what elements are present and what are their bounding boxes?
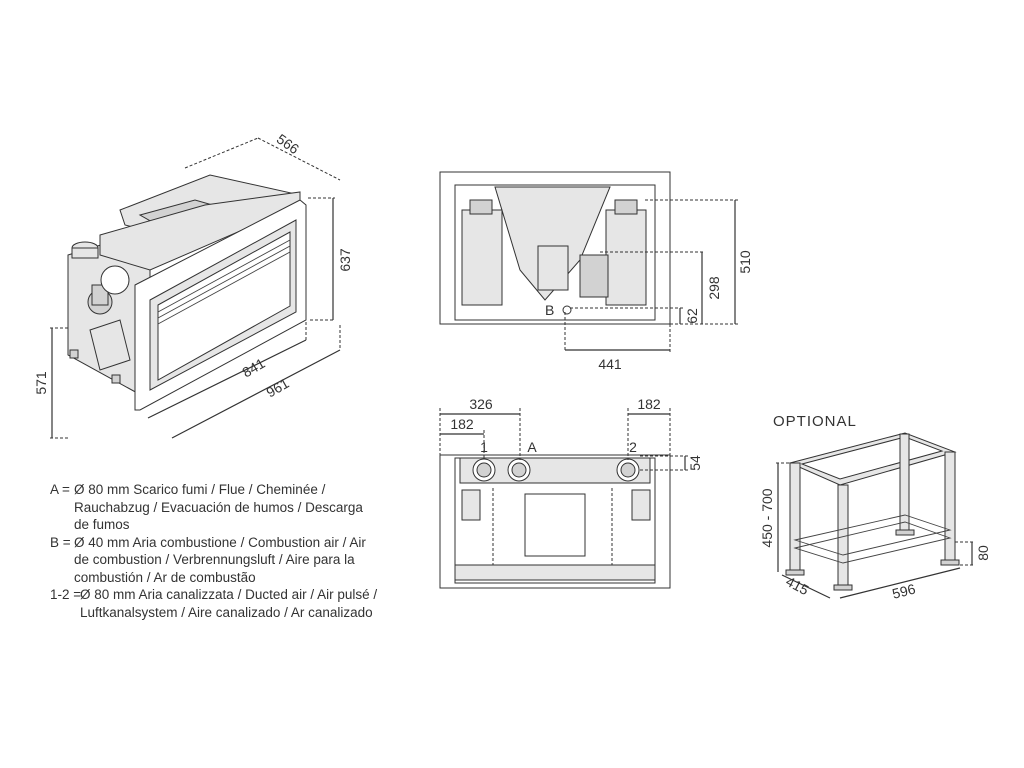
dim-80: 80 (975, 545, 991, 561)
label-b: B (545, 302, 554, 318)
legend-key: B = (50, 534, 71, 550)
dim-450-700: 450 - 700 (759, 488, 775, 547)
dim-182-left: 182 (450, 416, 474, 432)
dim-441: 441 (598, 356, 622, 372)
dim-298: 298 (706, 276, 722, 300)
legend-item-a: A = Ø 80 mm Scarico fumi / Flue / Chemin… (50, 481, 430, 534)
legend-line: Rauchabzug / Evacuación de humos / Desca… (74, 499, 363, 515)
dim-637: 637 (337, 248, 353, 272)
legend-line: de fumos (74, 517, 130, 532)
legend-key: A = (50, 482, 70, 497)
legend-item-1-2: 1-2 = Ø 80 mm Aria canalizzata / Ducted … (50, 586, 430, 621)
legend: A = Ø 80 mm Scarico fumi / Flue / Chemin… (50, 481, 430, 621)
legend-line: combustión / Ar de combustão (74, 569, 256, 585)
optional-title: OPTIONAL (773, 413, 857, 430)
top-view: B 510 298 62 441 (439, 171, 753, 372)
dim-326: 326 (469, 396, 493, 412)
legend-line: de combustion / Verbrennungsluft / Aire … (74, 552, 355, 567)
legend-item-b: B = Ø 40 mm Aria combustione / Combustio… (50, 534, 430, 587)
front-view: 1 A 2 326 182 182 54 (439, 396, 703, 589)
dim-182-right: 182 (637, 396, 661, 412)
dim-54: 54 (687, 455, 703, 471)
dim-596: 596 (891, 581, 918, 602)
legend-line: Luftkanalsystem / Aire canalizado / Ar c… (80, 604, 373, 620)
label-2: 2 (629, 439, 637, 455)
dim-841: 841 (239, 355, 267, 381)
optional-stand: OPTIONAL 450 - 700 80 415 596 (759, 413, 991, 602)
legend-line: Ø 80 mm Scarico fumi / Flue / Cheminée / (74, 482, 326, 497)
perspective-view: 637 566 571 841 961 (33, 131, 353, 439)
dim-961: 961 (263, 375, 291, 401)
dim-510: 510 (737, 250, 753, 274)
legend-key: 1-2 = (50, 587, 82, 602)
dim-415: 415 (783, 573, 811, 598)
legend-line: Ø 40 mm Aria combustione / Combustion ai… (74, 534, 366, 550)
dim-571: 571 (33, 371, 49, 395)
legend-line: Ø 80 mm Aria canalizzata / Ducted air / … (80, 587, 378, 602)
label-a: A (527, 439, 537, 455)
connector-b-symbol (562, 305, 572, 315)
dim-62: 62 (684, 308, 700, 324)
dim-566: 566 (274, 131, 302, 158)
